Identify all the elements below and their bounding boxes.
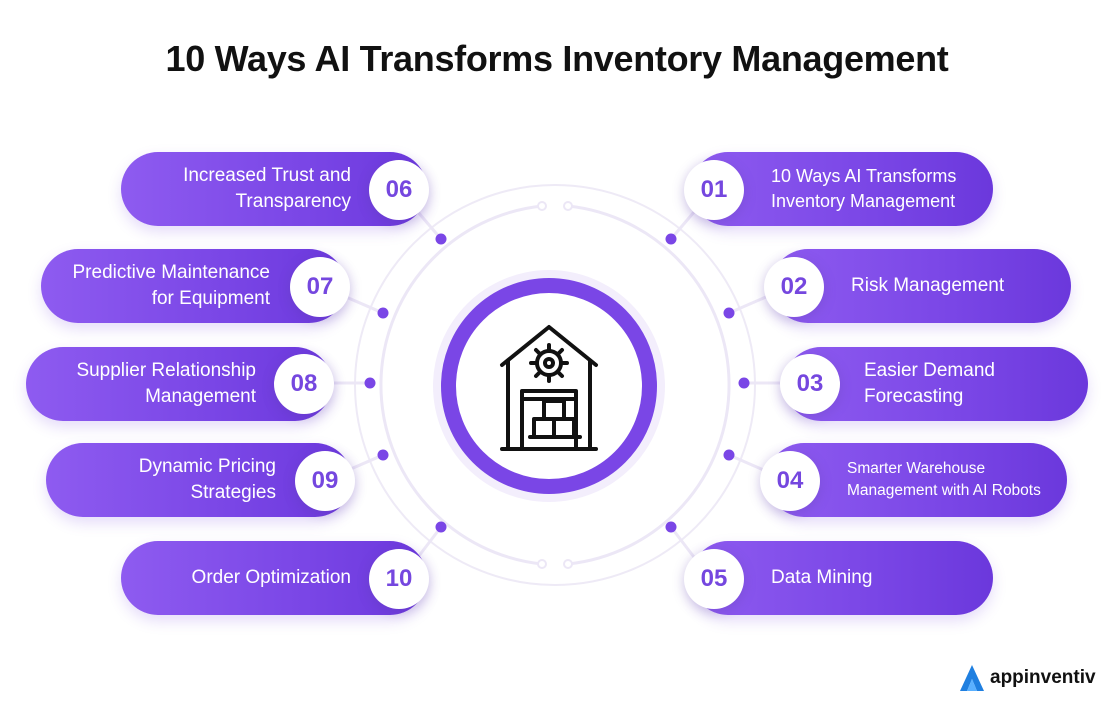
dot-01 [665, 233, 677, 245]
page-title: 10 Ways AI Transforms Inventory Manageme… [165, 38, 949, 79]
step-label-01: 10 Ways AI Transforms Inventory Manageme… [771, 166, 957, 211]
step-number-06: 06 [369, 160, 429, 220]
dot-10 [435, 521, 447, 533]
dot-03 [738, 377, 750, 389]
step-number-07: 07 [290, 257, 350, 317]
dot-04 [723, 449, 735, 461]
step-number-01: 01 [684, 160, 744, 220]
brand-name: appinventiv [990, 667, 1096, 688]
left-arc [379, 204, 543, 566]
warehouse-gear-icon [500, 325, 598, 451]
step-number-03: 03 [780, 354, 840, 414]
step-number-08: 08 [274, 354, 334, 414]
dot-09 [377, 449, 389, 461]
dot-06 [435, 233, 447, 245]
right-arc [567, 204, 731, 566]
appinventiv-logo-icon [960, 665, 984, 691]
top-node-right [563, 201, 573, 211]
step-label-08: Supplier Relationship Management [76, 360, 256, 407]
step-label-06: Increased Trust and Transparency [183, 165, 351, 212]
dot-02 [723, 307, 735, 319]
step-number-02: 02 [764, 257, 824, 317]
outer-ring [354, 184, 756, 586]
step-number-04: 04 [760, 451, 820, 511]
step-label-03: Easier Demand Forecasting [864, 360, 995, 407]
step-number-10: 10 [369, 549, 429, 609]
step-label-07: Predictive Maintenance for Equipment [72, 262, 271, 309]
brand-logo: appinventiv [958, 663, 1096, 693]
dot-08 [364, 377, 376, 389]
dot-05 [665, 521, 677, 533]
bottom-node-left [537, 559, 547, 569]
dot-07 [377, 307, 389, 319]
top-node-left [537, 201, 547, 211]
bottom-node-right [563, 559, 573, 569]
center-emblem [441, 278, 657, 494]
step-label-04: Smarter Warehouse Management with AI Rob… [847, 460, 1041, 499]
step-number-09: 09 [295, 451, 355, 511]
step-number-05: 05 [684, 549, 744, 609]
step-label-09: Dynamic Pricing Strategies [138, 456, 276, 503]
step-label-05: Data Mining [771, 567, 873, 588]
step-label-02: Risk Management [851, 275, 1005, 296]
step-label-10: Order Optimization [191, 567, 351, 588]
